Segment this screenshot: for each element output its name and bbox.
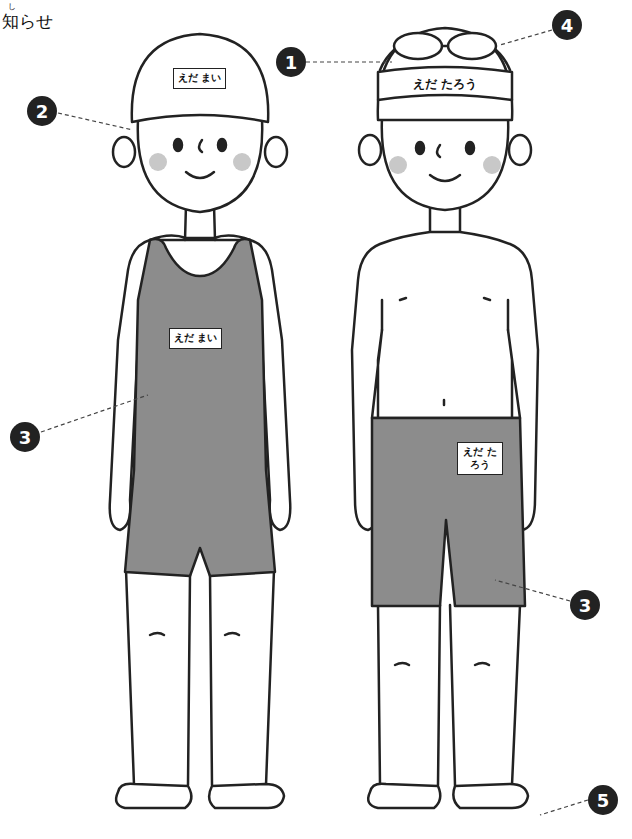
callout-number: 1: [276, 47, 306, 77]
name-text: えだ たろう: [463, 446, 496, 470]
cap-name: えだ たろう: [413, 76, 477, 93]
name-tag: えだ まい: [169, 328, 222, 349]
name-text: えだ まい: [174, 332, 217, 343]
callout-number: 3: [570, 590, 600, 620]
callout-number: 5: [588, 785, 618, 815]
callout-text: 4: [561, 15, 574, 36]
callout-number: 3: [10, 422, 40, 452]
callout-number: 4: [552, 10, 582, 40]
callout-text: 1: [285, 52, 298, 73]
title-fragment: 知らせ: [2, 10, 53, 33]
callout-text: 2: [36, 101, 49, 122]
callout-text: 3: [579, 595, 592, 616]
name-tag: えだ たろう: [457, 442, 503, 475]
name-text: えだ まい: [178, 72, 221, 83]
ruby-text: し: [8, 1, 16, 12]
callout-text: 5: [597, 790, 610, 811]
callout-number: 2: [27, 96, 57, 126]
name-tag: えだ まい: [173, 68, 226, 89]
callout-text: 3: [19, 427, 32, 448]
